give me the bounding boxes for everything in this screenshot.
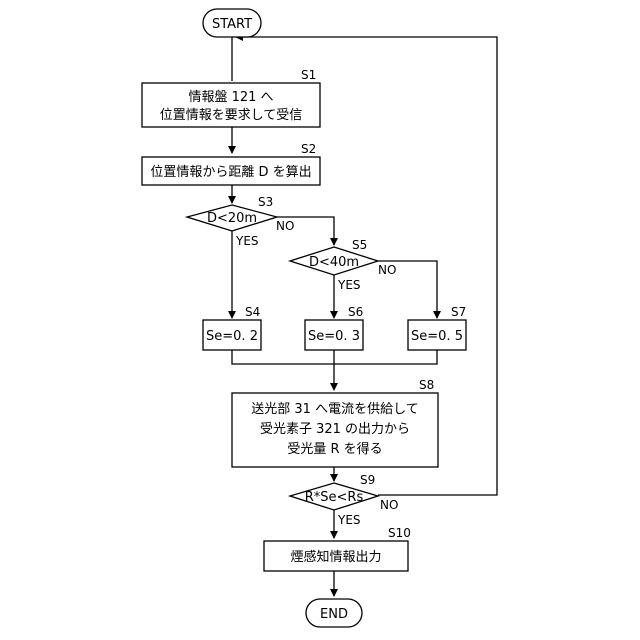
decision-s5-label: D<40m	[309, 255, 359, 270]
step-s10-line-1: 煙感知情報出力	[290, 549, 381, 565]
step-s10-tag: S10	[388, 526, 411, 540]
step-s8-line-2: 受光素子 321 の出力から	[260, 422, 410, 437]
step-s2-line-1: 位置情報から距離 D を算出	[150, 165, 311, 180]
step-s6-label: Se=0. 3	[308, 329, 360, 344]
decision-s3-tag: S3	[258, 195, 273, 209]
decision-s5-yes: YES	[337, 278, 361, 292]
step-s1-line-2: 位置情報を要求して受信	[160, 108, 303, 123]
end-label: END	[320, 607, 348, 622]
decision-s5-tag: S5	[352, 238, 367, 252]
decision-s3-no: NO	[276, 219, 294, 233]
step-s2-tag: S2	[301, 142, 316, 156]
decision-s9-yes: YES	[337, 513, 361, 527]
step-s8-line-3: 受光量 R を得る	[287, 441, 382, 457]
decision-s9-no: NO	[380, 498, 398, 512]
start-label: START	[212, 17, 252, 32]
step-s8-tag: S8	[419, 378, 434, 392]
step-s7-label: Se=0. 5	[411, 329, 463, 344]
step-s4-tag: S4	[245, 305, 260, 319]
step-s7-tag: S7	[451, 305, 466, 319]
step-s6-tag: S6	[348, 305, 363, 319]
step-s1-tag: S1	[301, 68, 316, 82]
decision-s9-tag: S9	[360, 473, 375, 487]
decision-s9-label: R*Se<Rs	[305, 490, 364, 505]
decision-s3-yes: YES	[235, 234, 259, 248]
step-s4-label: Se=0. 2	[206, 329, 258, 344]
step-s8-line-1: 送光部 31 へ電流を供給して	[251, 402, 418, 417]
step-s1-line-1: 情報盤 121 へ	[188, 90, 273, 105]
decision-s3-label: D<20m	[207, 211, 257, 226]
decision-s5-no: NO	[378, 263, 396, 277]
